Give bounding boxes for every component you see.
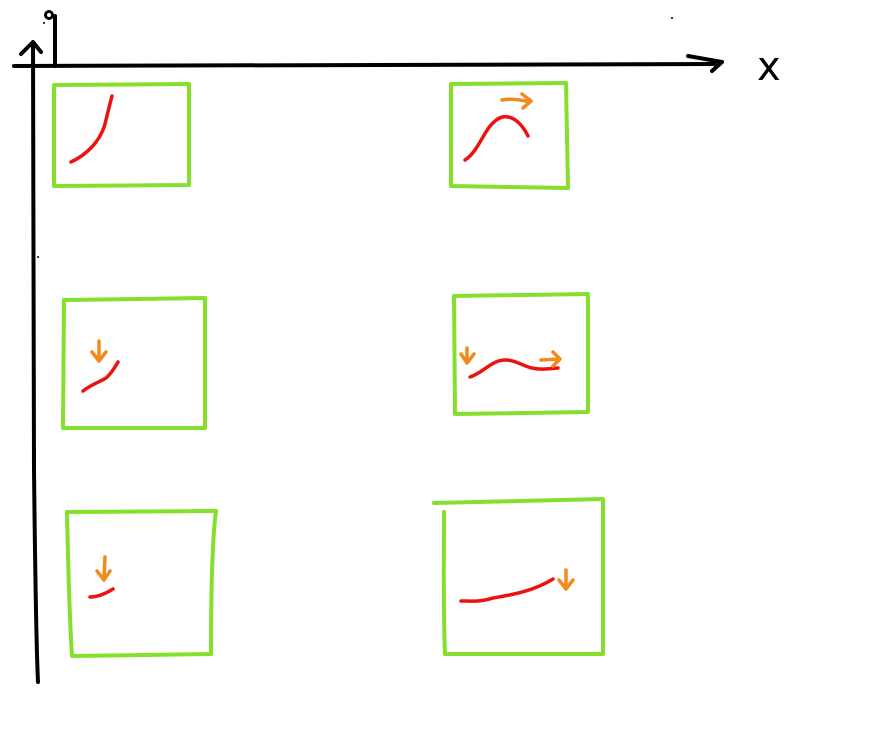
x-axis-label: x <box>757 44 781 90</box>
origin-dot <box>44 10 54 20</box>
right-arrow-icon <box>539 350 562 368</box>
x-axis-arrowhead <box>686 54 724 73</box>
stray-specks <box>37 17 673 258</box>
y-axis-line <box>31 42 40 684</box>
down-arrow-icon <box>459 346 476 365</box>
panel-frame <box>432 497 605 656</box>
panel-frame <box>65 509 218 658</box>
panel-frame <box>449 81 570 190</box>
panel-top-right <box>449 81 570 190</box>
panel-frame <box>452 292 590 416</box>
y-axis-arrowhead <box>19 40 43 56</box>
curve <box>459 577 555 603</box>
down-arrow-icon <box>557 568 575 591</box>
down-arrow-icon <box>95 555 112 582</box>
axes: x <box>12 10 781 684</box>
curve <box>463 115 530 162</box>
curve <box>69 94 114 164</box>
curve <box>81 360 120 393</box>
curve <box>88 587 115 599</box>
panel-frame <box>61 296 207 430</box>
panel-middle-right <box>452 292 590 416</box>
down-arrow-icon <box>90 339 108 363</box>
panel-top-left <box>52 82 191 188</box>
panel-frame <box>52 82 191 188</box>
x-axis-line <box>12 62 717 68</box>
panel-bottom-right <box>432 497 605 656</box>
curve <box>468 358 560 379</box>
right-arrow-icon <box>500 92 533 110</box>
panel-middle-left <box>61 296 207 430</box>
panel-bottom-left <box>65 509 218 658</box>
